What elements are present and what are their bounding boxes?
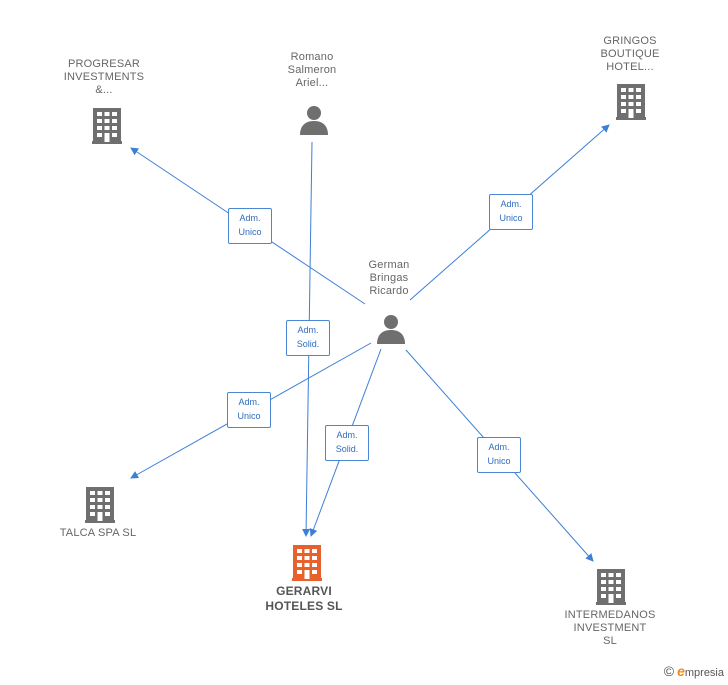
node-label-line: HOTELES SL <box>265 599 343 613</box>
empresia-brand[interactable]: ©empresia <box>664 663 724 679</box>
edge-badge-line: Adm. <box>239 213 261 223</box>
node-label-line: Ricardo <box>369 285 409 297</box>
romano-person-icon[interactable] <box>300 106 328 135</box>
node-label-line: Ariel... <box>295 77 329 89</box>
edge-badge-line: Solid. <box>335 444 359 454</box>
brand-initial: e <box>677 663 685 679</box>
edge-badge-line: Unico <box>237 411 261 421</box>
edge-badge-line: Adm. <box>500 199 522 209</box>
node-label-line: INVESTMENT <box>573 622 647 634</box>
gerarvi-building-icon[interactable] <box>292 545 322 581</box>
intermedanos-building-icon[interactable] <box>596 569 626 605</box>
node-label-line: GERARVI <box>276 584 332 598</box>
edge-badge-german-gerarvi[interactable]: Adm. Solid. <box>325 425 369 461</box>
copyright-icon: © <box>663 663 675 679</box>
edge-badge-line: Adm. <box>238 397 260 407</box>
edge-badge-line: Adm. <box>488 442 510 452</box>
node-label-line: Bringas <box>369 272 409 284</box>
gringos-building-icon[interactable] <box>616 84 646 120</box>
node-label-line: BOUTIQUE <box>600 48 660 60</box>
node-label-line: PROGRESAR <box>67 58 141 70</box>
edge-badge-line: Adm. <box>297 325 319 335</box>
edge-badge-german-talca[interactable]: Adm. Unico <box>227 392 271 428</box>
node-label-line: INTERMEDANOS <box>564 609 656 621</box>
edge-badge-line: Adm. <box>336 430 358 440</box>
talca-building-icon[interactable] <box>85 487 115 523</box>
node-label-talca[interactable]: TALCA SPA SL <box>33 527 163 540</box>
edge-badge-romano-gerarvi[interactable]: Adm. Solid. <box>286 320 330 356</box>
brand-name: mpresia <box>684 667 724 679</box>
node-label-line: Salmeron <box>287 64 337 76</box>
edge-badge-line: Unico <box>238 227 262 237</box>
edge-badge-german-gringos[interactable]: Adm. Unico <box>489 194 533 230</box>
edge-badge-line: Unico <box>499 213 523 223</box>
node-label-line: GRINGOS <box>603 35 657 47</box>
edge-badge-line: Unico <box>487 456 511 466</box>
node-label-line: German <box>368 259 410 271</box>
progresar-building-icon[interactable] <box>92 108 122 144</box>
edge-badge-german-progresar[interactable]: Adm. Unico <box>228 208 272 244</box>
edge-badge-german-intermedanos[interactable]: Adm. Unico <box>477 437 521 473</box>
node-label-line: HOTEL... <box>606 61 654 73</box>
german-person-icon[interactable] <box>377 315 405 344</box>
node-label-line: &... <box>95 84 113 96</box>
node-label-line: TALCA SPA SL <box>59 527 137 539</box>
node-label-line: Romano <box>290 51 334 63</box>
node-label-line: INVESTMENTS <box>63 71 145 83</box>
node-label-line: SL <box>603 635 617 647</box>
edge-badge-line: Solid. <box>296 339 320 349</box>
